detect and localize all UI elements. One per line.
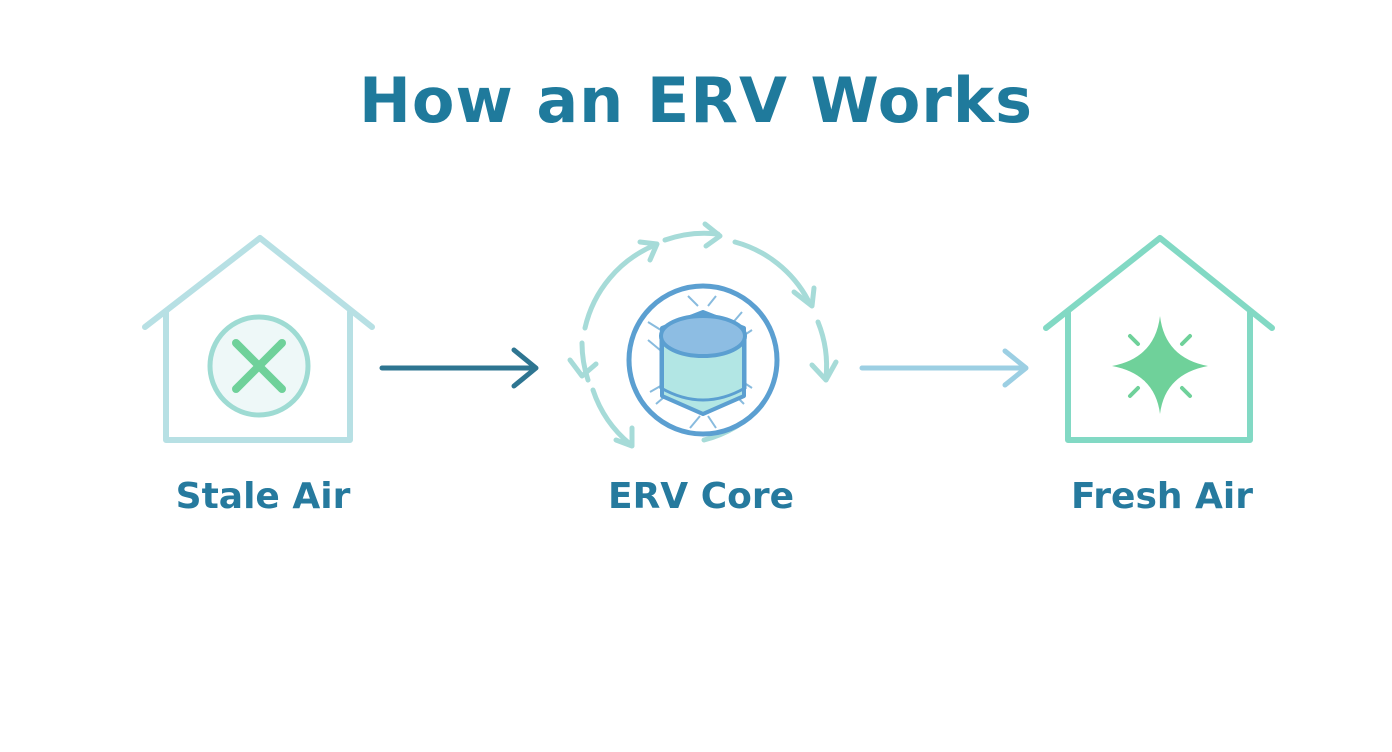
fresh-air-house-icon	[1043, 235, 1275, 443]
erv-core-icon	[567, 221, 839, 449]
arrow-to-fresh	[859, 348, 1029, 388]
stale-air-label: Stale Air	[175, 476, 351, 517]
fresh-air-label: Fresh Air	[1070, 476, 1253, 517]
erv-core-label: ERV Core	[607, 476, 795, 517]
diagram-title: How an ERV Works	[358, 64, 1034, 137]
arrow-to-core	[379, 347, 539, 389]
sparkle-icon	[1112, 316, 1208, 414]
x-mark-icon	[232, 339, 286, 393]
stale-air-house-icon	[142, 235, 375, 443]
